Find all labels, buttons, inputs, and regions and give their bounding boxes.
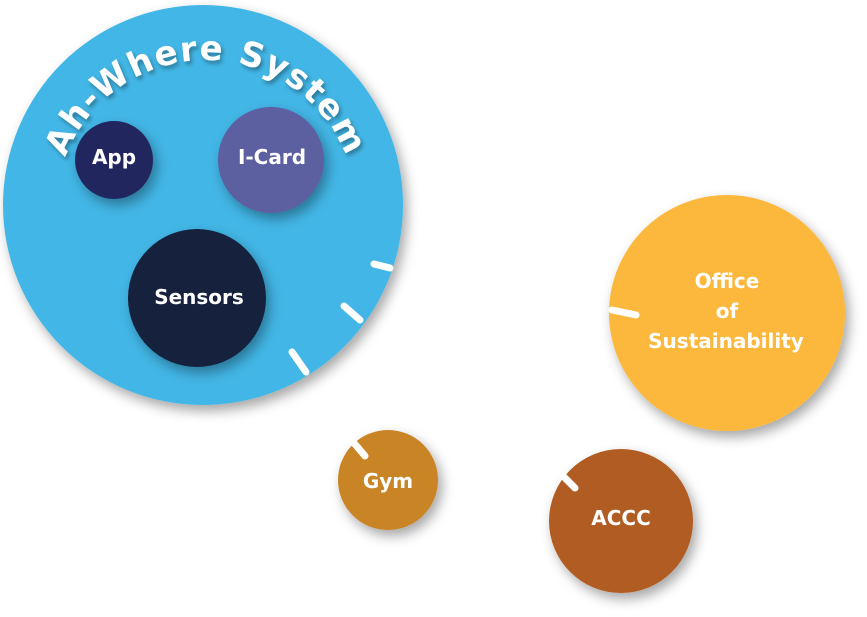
app-circle	[75, 121, 153, 199]
connector-tick-office	[370, 260, 394, 272]
accc-label: ACCC	[591, 506, 651, 530]
connector-tick-gym	[340, 302, 364, 324]
node-sensors: Sensors	[128, 229, 266, 367]
node-app: App	[75, 121, 153, 199]
office-label-line3: Sustainability	[648, 329, 804, 353]
gym-label: Gym	[363, 469, 413, 493]
accc-connector-tick	[559, 472, 579, 492]
app-label: App	[92, 145, 136, 169]
icard-circle	[218, 107, 324, 213]
office-label-line2: of	[716, 299, 739, 323]
node-accc: ACCC	[549, 449, 693, 593]
office-connector-tick	[608, 306, 640, 319]
node-gym: Gym	[338, 430, 438, 530]
icard-label: I-Card	[238, 145, 306, 169]
gym-connector-tick	[350, 439, 369, 460]
sensors-circle	[128, 229, 266, 367]
system-circle	[3, 5, 403, 405]
office-label-line1: Office	[695, 269, 760, 293]
sensors-label: Sensors	[154, 285, 244, 309]
connector-tick-accc	[288, 348, 310, 376]
office-circle	[609, 195, 845, 431]
node-office-of-sustainability: Office of Sustainability	[608, 195, 845, 431]
accc-circle	[549, 449, 693, 593]
node-icard: I-Card	[218, 107, 324, 213]
